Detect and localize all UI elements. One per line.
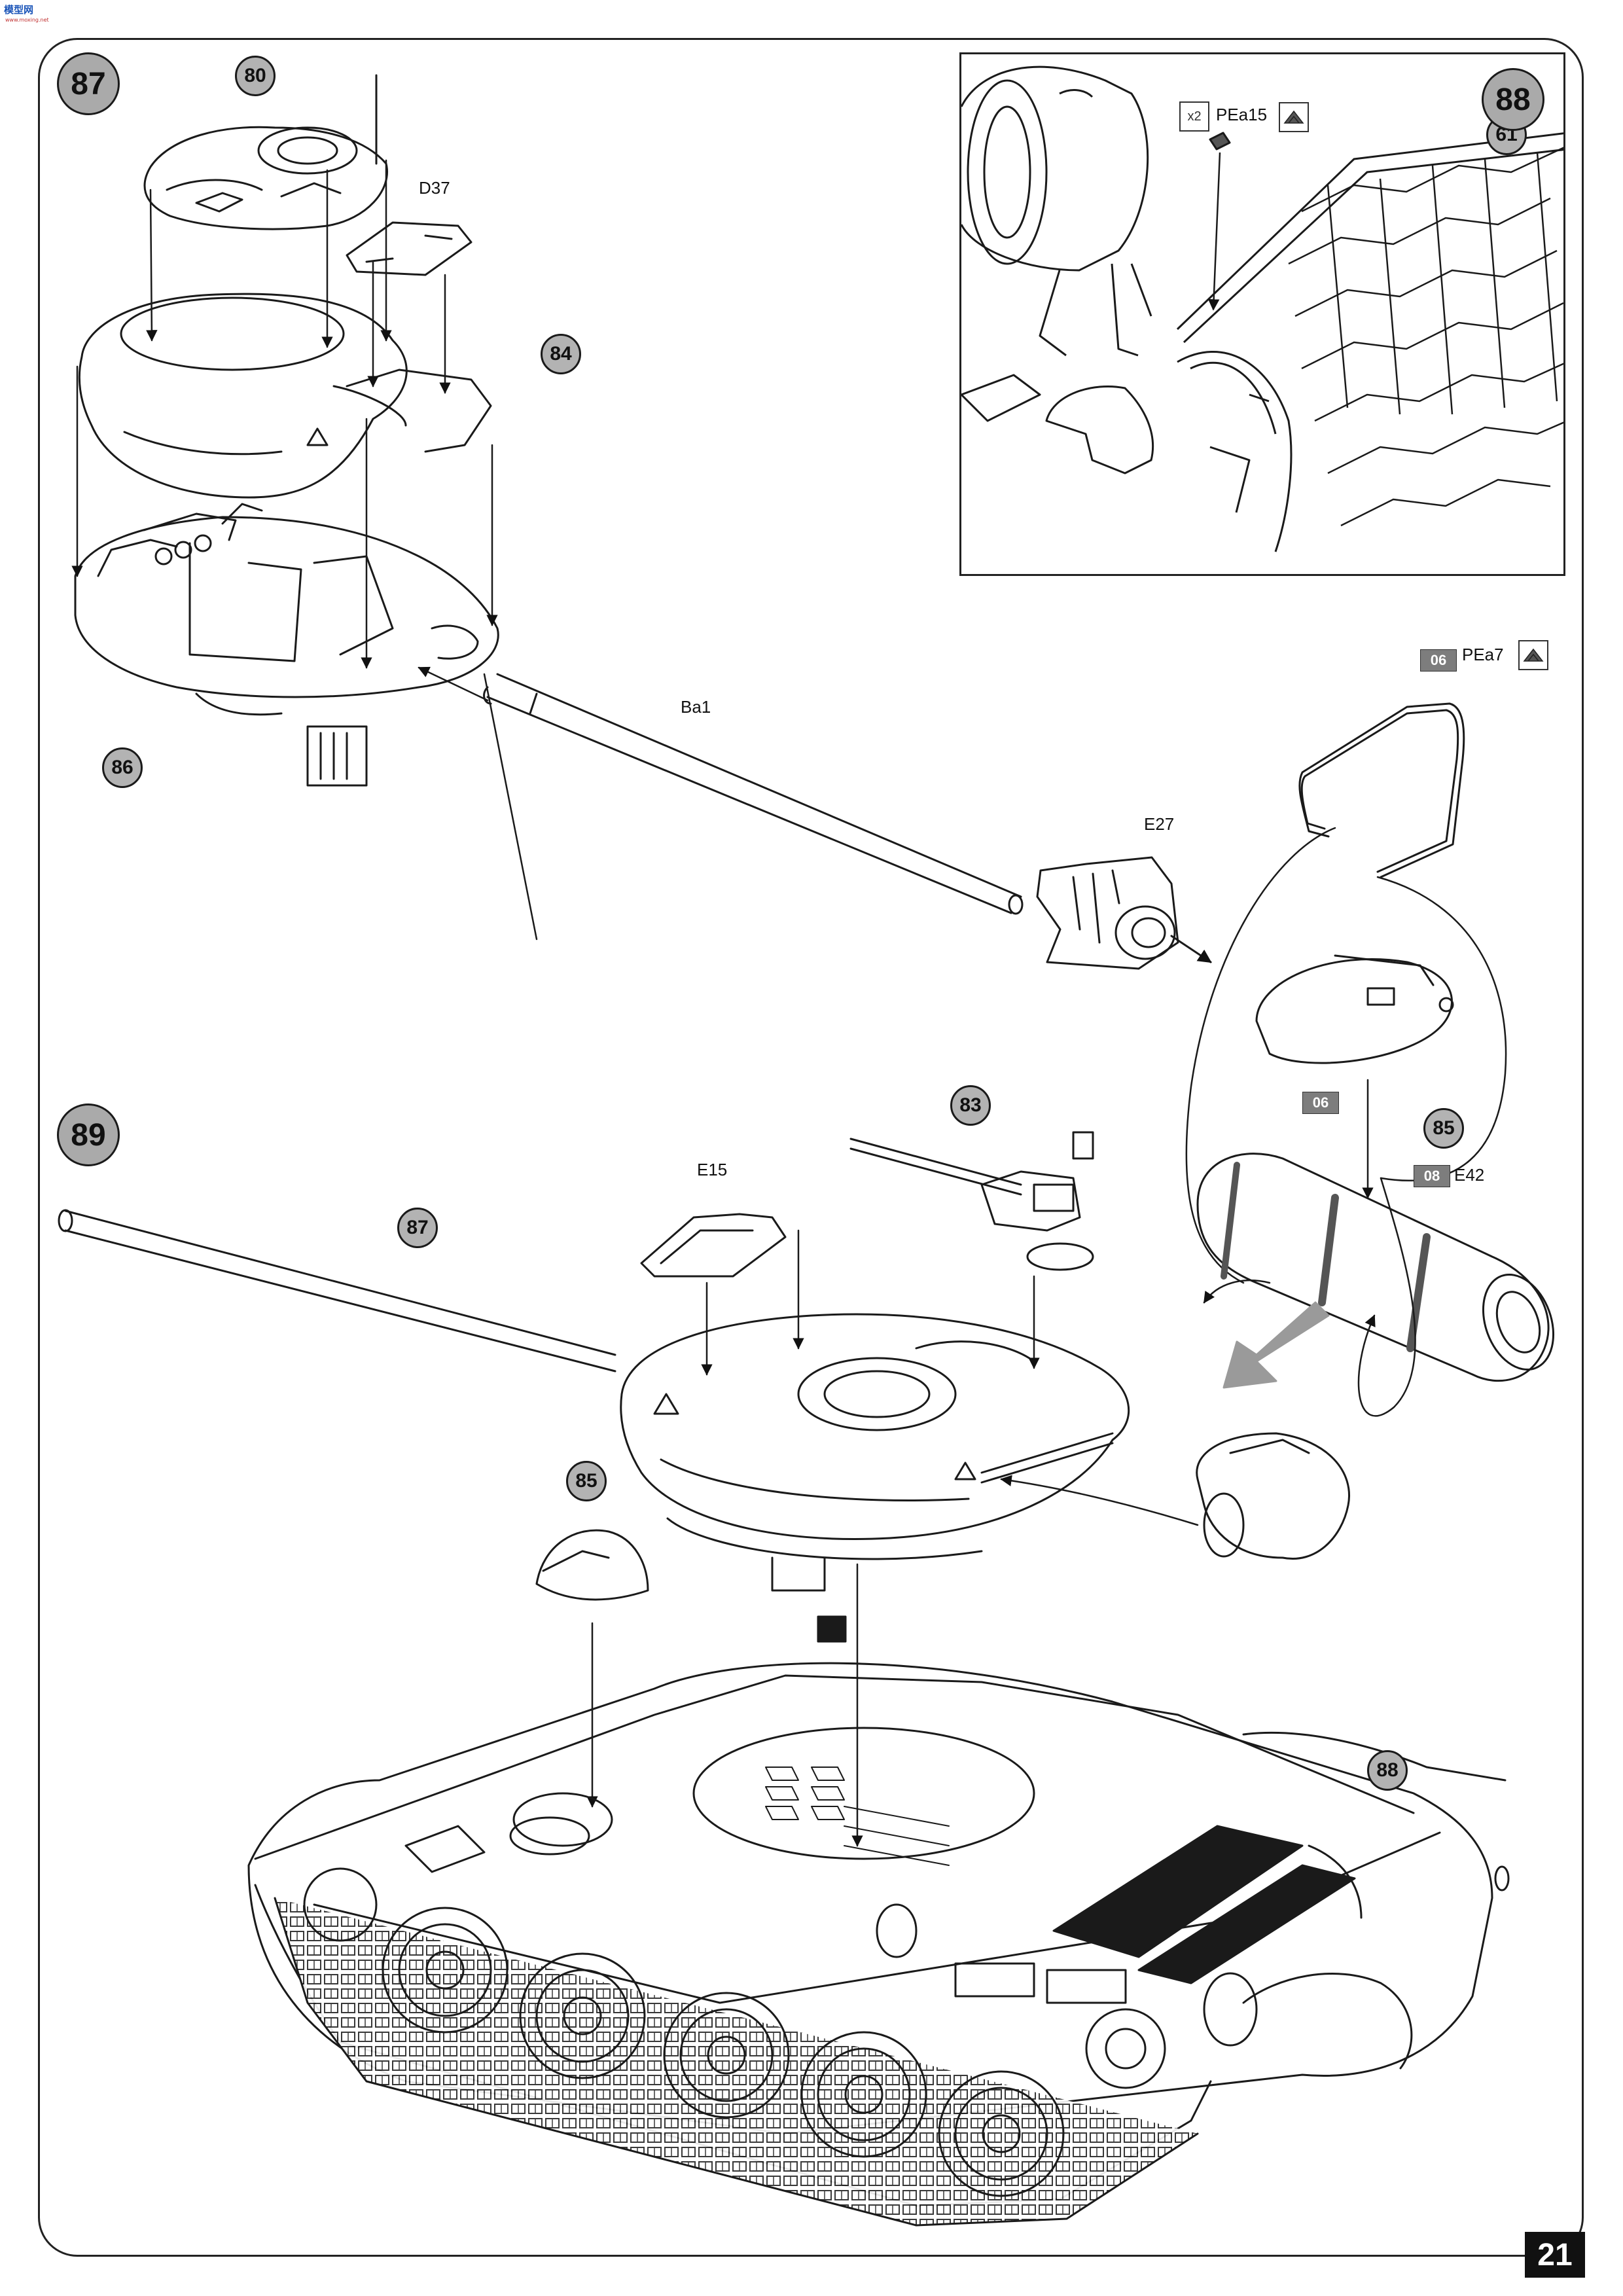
ref-84: 84: [541, 334, 581, 374]
step-number-88: 88: [1482, 68, 1544, 131]
track-line-lower: [274, 1897, 1199, 2227]
part-85-lid: [1255, 954, 1454, 1064]
part-ba1-barrel: [483, 673, 1024, 915]
ref-85-top: 85: [1423, 1108, 1464, 1149]
part-83-machine-gun: [849, 1131, 1094, 1271]
publisher-logo-subtext: www.moxing.net: [5, 17, 49, 23]
step88-drawing: [961, 65, 1563, 552]
paint-tag-08-drum: 08: [1414, 1165, 1450, 1187]
part-e42-drum: [1196, 1153, 1555, 1382]
label-e27: E27: [1144, 814, 1175, 834]
quantity-box-icon: x2: [1179, 101, 1209, 132]
label-pea15-qty: x2: [1187, 109, 1202, 124]
label-pea15: PEa15: [1216, 105, 1268, 124]
step-number-87: 87: [57, 52, 120, 115]
step89-barrel: [58, 1209, 616, 1372]
ref-83: 83: [950, 1085, 991, 1126]
engine-grille-2: [1137, 1864, 1356, 1984]
step87-arrows: [71, 159, 538, 941]
label-e15: E15: [697, 1160, 728, 1179]
step89-part-85: [535, 1529, 649, 1601]
ref-86: 86: [102, 747, 143, 788]
page-frame: [38, 38, 1584, 2257]
label-d37: D37: [419, 178, 450, 198]
page-number: 21: [1525, 2232, 1585, 2278]
step89-drum: [1196, 1432, 1350, 1560]
part-pea7-wire: [1298, 702, 1465, 878]
step89-hull: [247, 1662, 1510, 2135]
paint-tag-06-drum: 06: [1302, 1092, 1339, 1114]
ref-85-bottom: 85: [566, 1461, 607, 1501]
step87-turret-shell: [78, 293, 492, 499]
paint-tag-06-pea7: 06: [1420, 649, 1457, 672]
step-88-inset: 61: [959, 52, 1565, 576]
photo-etch-icon: [1279, 102, 1309, 132]
step-number-89: 89: [57, 1103, 120, 1166]
label-pea7: PEa7: [1462, 645, 1504, 664]
road-wheels: [303, 1867, 1166, 2197]
label-e42: E42: [1454, 1165, 1485, 1185]
assembly-arrow-icon: [1222, 1301, 1330, 1389]
publisher-logo: 模型网 www.moxing.net: [4, 3, 49, 26]
step87-turret-interior: [74, 503, 499, 787]
step89-turret: [620, 1313, 1130, 1592]
part-e15-shape: [640, 1213, 787, 1278]
label-ba1: Ba1: [681, 697, 711, 717]
ref-88: 88: [1367, 1750, 1408, 1791]
publisher-logo-text: 模型网: [4, 4, 34, 16]
part-e27-shape: [1036, 856, 1212, 970]
guide-line-wire: [1185, 827, 1336, 1284]
ref-80: 80: [235, 56, 276, 96]
photo-etch-icon: [1518, 640, 1548, 670]
engine-grille-1: [1052, 1825, 1304, 1958]
step87-turret-roof: [143, 74, 388, 230]
ref-87: 87: [397, 1208, 438, 1248]
part-d37-shape: [346, 221, 473, 276]
